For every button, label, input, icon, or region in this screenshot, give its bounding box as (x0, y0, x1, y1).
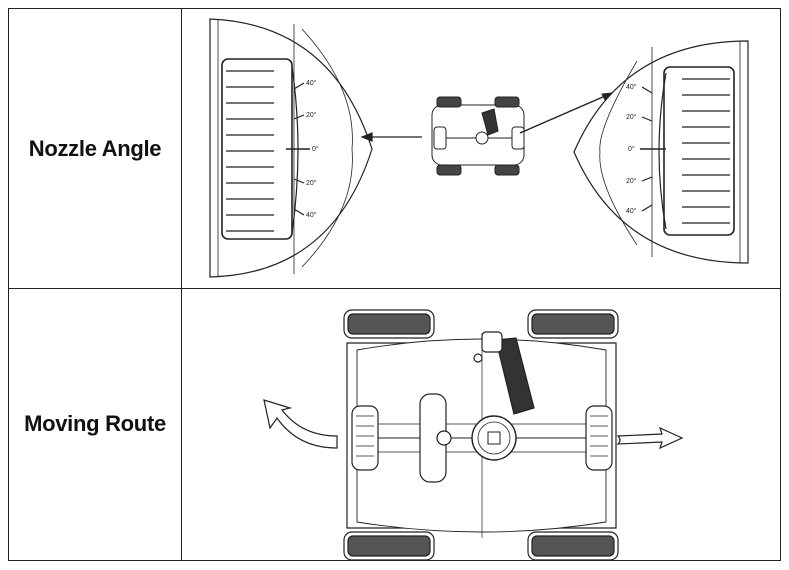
right-arrow-icon (616, 426, 684, 450)
small-robot-top-view (431, 92, 614, 176)
row-moving-route: Moving Route (9, 288, 780, 560)
left-tick-3: 0° (312, 145, 319, 153)
wheel-front-right (527, 309, 619, 339)
nozzle-angle-diagram: 40° 20° 0° 20° 40° (209, 18, 749, 278)
row-label-nozzle-angle: Nozzle Angle (28, 135, 162, 161)
wheel-front-left (343, 309, 435, 339)
right-nozzle-detail (573, 40, 749, 264)
wheel-rear-right (527, 531, 619, 560)
left-nozzle-detail (209, 18, 422, 278)
robot-top-view (343, 309, 619, 560)
row-nozzle-angle: Nozzle Angle (9, 9, 780, 289)
right-tick-3: 0° (628, 145, 635, 153)
label-cell: Nozzle Angle (9, 9, 182, 288)
row-label-moving-route: Moving Route (24, 411, 166, 436)
left-tick-5: 40° (306, 211, 317, 219)
spec-table: Nozzle Angle (8, 8, 781, 561)
moving-route-diagram (263, 309, 684, 560)
label-cell: Moving Route (9, 288, 182, 560)
wheel-rear-left (343, 531, 435, 560)
right-tick-2: 20° (626, 113, 637, 121)
nozzle-angle-figure: 40° 20° 0° 20° 40° (182, 9, 780, 288)
left-arrow-icon (263, 399, 338, 449)
left-tick-4: 20° (306, 179, 317, 187)
left-tick-2: 20° (306, 111, 317, 119)
moving-route-figure (182, 288, 780, 560)
right-tick-1: 40° (626, 83, 637, 91)
right-tick-4: 20° (626, 177, 637, 185)
right-tick-5: 40° (626, 207, 637, 215)
left-tick-1: 40° (306, 79, 317, 87)
